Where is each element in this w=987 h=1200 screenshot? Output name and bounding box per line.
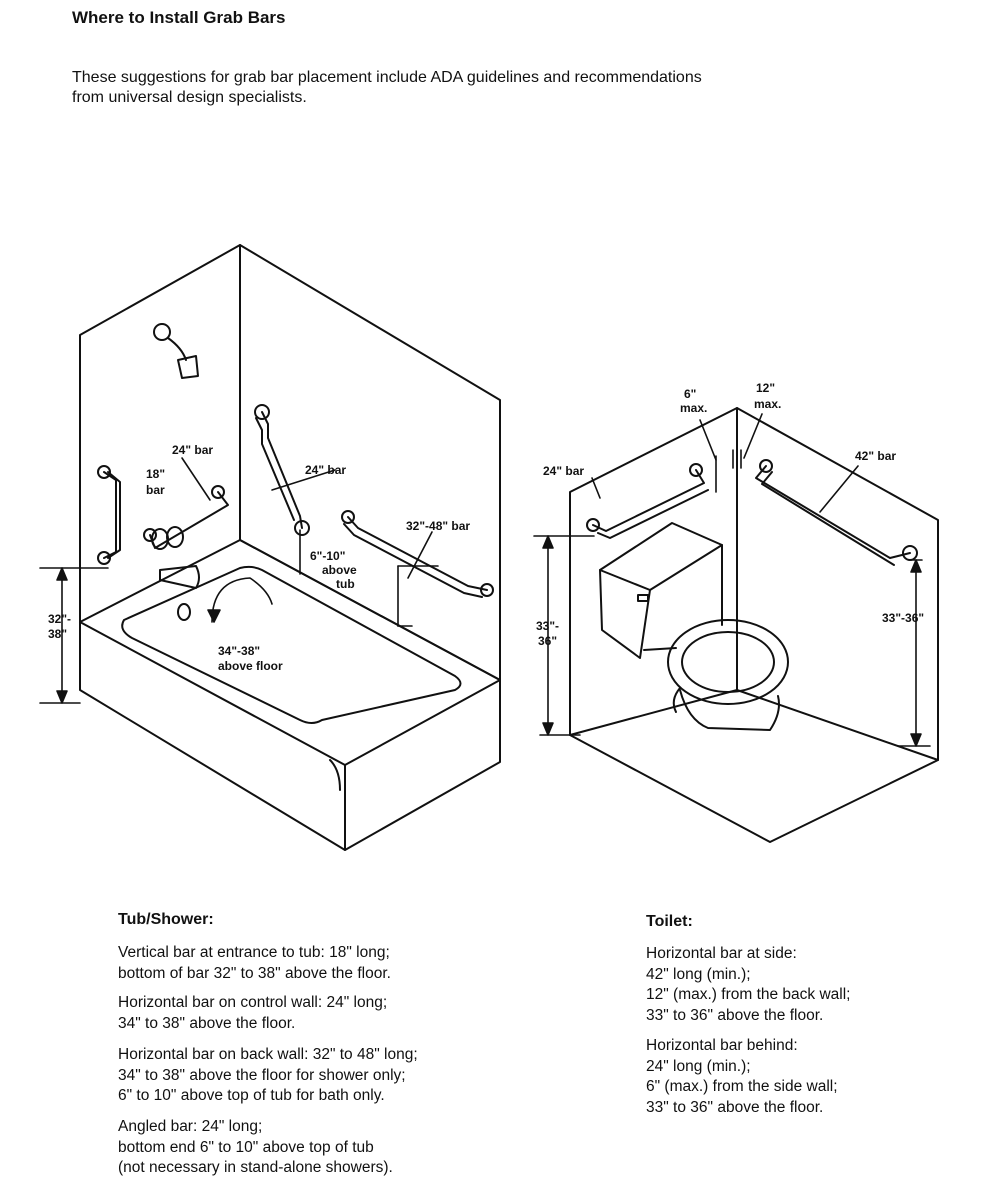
grab-bar-back-wall-32-48 xyxy=(341,510,494,598)
tub-line: 34" to 38" above the floor for shower on… xyxy=(118,1066,406,1084)
tub-line: bottom of bar 32" to 38" above the floor… xyxy=(118,964,391,982)
grab-bar-control-wall-24 xyxy=(143,485,229,549)
tub-line: Horizontal bar on back wall: 32" to 48" … xyxy=(118,1046,418,1063)
toilet-line: 33" to 36" above the floor. xyxy=(646,1006,824,1024)
toilet-labels: 6" max. 12" max. 24" bar 42" bar 33"- 36… xyxy=(536,381,924,648)
label-38: 38" xyxy=(48,627,67,641)
tub-paragraph: Horizontal bar on control wall: 24" long… xyxy=(118,993,387,1034)
toilet-line: 6" (max.) from the side wall; xyxy=(646,1078,838,1095)
tub-line: 34" to 38" above the floor. xyxy=(118,1014,296,1032)
toilet-line: 24" long (min.); xyxy=(646,1057,751,1075)
tub-enclosure xyxy=(79,244,501,681)
label-32: 32"- xyxy=(48,612,71,626)
toilet-section-heading: Toilet: xyxy=(646,913,693,930)
tub-line: Vertical bar at entrance to tub: 18" lon… xyxy=(118,944,390,961)
grab-bar-diagram: 24" bar 18" bar 24" bar 32"-48" bar 6"-1… xyxy=(39,244,939,851)
grab-bar-vertical-18 xyxy=(97,465,121,565)
toilet-line: 33" to 36" above the floor. xyxy=(646,1098,824,1116)
label-toilet-24-bar: 24" bar xyxy=(543,464,584,478)
tub-line: Angled bar: 24" long; xyxy=(118,1118,263,1135)
label-above: above xyxy=(322,563,357,577)
label-12-max: max. xyxy=(754,397,781,411)
tub-line: bottom end 6" to 10" above top of tub xyxy=(118,1138,374,1156)
tub-section-heading: Tub/Shower: xyxy=(118,911,214,928)
toilet-line: Horizontal bar behind: xyxy=(646,1037,798,1054)
tub-faucet-icon xyxy=(151,526,200,621)
toilet-line: Horizontal bar at side: xyxy=(646,945,797,962)
bathtub xyxy=(79,539,501,851)
shower-head-icon xyxy=(153,323,199,379)
label-34-38: 34"-38" xyxy=(218,644,260,658)
tub-paragraph: Horizontal bar on back wall: 32" to 48" … xyxy=(118,1045,418,1107)
intro-text: These suggestions for grab bar placement… xyxy=(72,68,872,108)
toilet-dimension-lines xyxy=(533,413,931,747)
toilet-line: 42" long (min.); xyxy=(646,965,751,983)
tub-line: (not necessary in stand-alone showers). xyxy=(118,1159,393,1176)
grab-bar-angled-24 xyxy=(254,404,310,536)
label-42-bar: 42" bar xyxy=(855,449,896,463)
tub-line: Horizontal bar on control wall: 24" long… xyxy=(118,994,388,1011)
tub-paragraph: Angled bar: 24" long; bottom end 6" to 1… xyxy=(118,1117,393,1179)
grab-bar-toilet-side-42 xyxy=(755,459,918,566)
label-tub: tub xyxy=(336,577,355,591)
toilet-tank xyxy=(599,522,723,659)
toilet-enclosure xyxy=(569,407,939,843)
label-18: 18" xyxy=(146,467,165,481)
label-36: 36" xyxy=(538,634,557,648)
intro-line: from universal design specialists. xyxy=(72,89,307,106)
label-angled-24-bar: 24" bar xyxy=(305,463,346,477)
label-24-bar: 24" bar xyxy=(172,443,213,457)
tub-labels: 24" bar 18" bar 24" bar 32"-48" bar 6"-1… xyxy=(48,443,470,673)
label-32-48-bar: 32"-48" bar xyxy=(406,519,470,533)
label-6: 6" xyxy=(684,387,696,401)
intro-line: These suggestions for grab bar placement… xyxy=(72,69,702,86)
label-12: 12" xyxy=(756,381,775,395)
label-6-max: max. xyxy=(680,401,707,415)
label-33: 33"- xyxy=(536,619,559,633)
label-33-36-right: 33"-36" xyxy=(882,611,924,625)
toilet-paragraph: Horizontal bar at side: 42" long (min.);… xyxy=(646,944,850,1026)
label-18-bar: bar xyxy=(146,483,165,497)
tub-dimension-lines xyxy=(39,457,439,704)
tub-paragraph: Vertical bar at entrance to tub: 18" lon… xyxy=(118,943,391,984)
label-6-10: 6"-10" xyxy=(310,549,345,563)
toilet-line: 12" (max.) from the back wall; xyxy=(646,986,851,1003)
label-above-floor: above floor xyxy=(218,659,283,673)
page-title: Where to Install Grab Bars xyxy=(72,8,286,27)
toilet-paragraph: Horizontal bar behind: 24" long (min.); … xyxy=(646,1036,838,1118)
tub-line: 6" to 10" above top of tub for bath only… xyxy=(118,1087,385,1104)
grab-bar-toilet-back-24 xyxy=(586,463,709,539)
toilet-bowl xyxy=(643,619,789,731)
